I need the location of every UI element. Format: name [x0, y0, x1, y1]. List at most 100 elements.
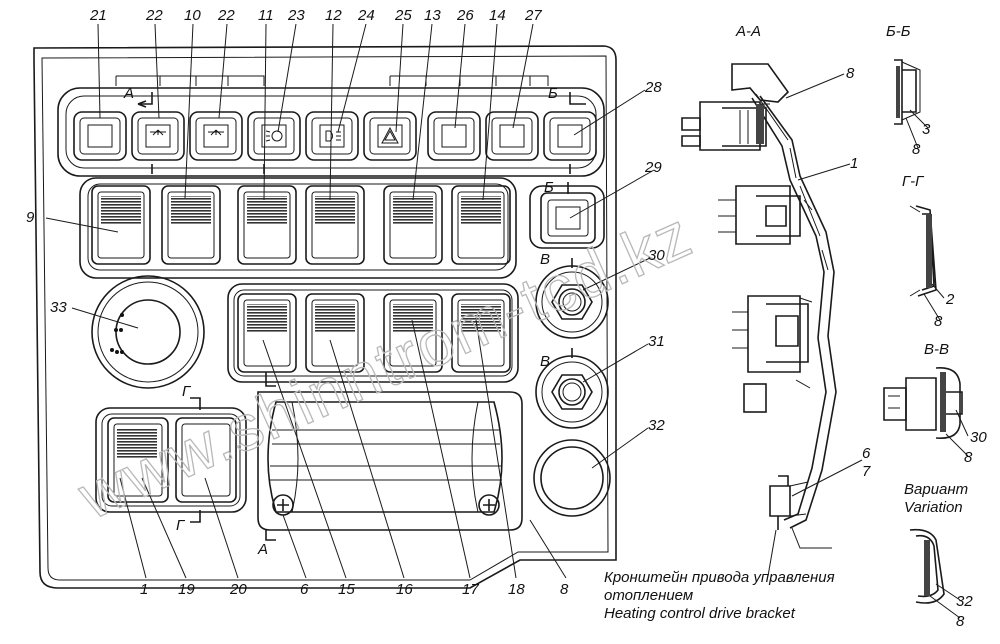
- rocker-switch-row-2: [227, 283, 519, 383]
- caption-en: Heating control drive bracket: [604, 605, 796, 622]
- rocker-switch-13: [383, 185, 443, 265]
- callout-9: 9: [26, 209, 35, 226]
- indicator-buttons-row: [57, 87, 605, 177]
- callout-18: 18: [508, 581, 525, 598]
- section-title-vv: В-В: [924, 341, 949, 358]
- callout-6: 6: [300, 581, 309, 598]
- switch-panel: [33, 45, 617, 589]
- callout-19: 19: [178, 581, 195, 598]
- section-vv-view: [883, 367, 963, 440]
- rocker-switch-row-1: [79, 177, 517, 279]
- section-title-bb: Б-Б: [886, 23, 911, 40]
- section-callouts: 8 1 6 7 3 8 2 8 30 8 32 8: [846, 65, 987, 630]
- section-mark-v-top: В: [540, 251, 550, 268]
- callout-8: 8: [560, 581, 569, 598]
- caption-ru-line-1: Кронштейн привода управления: [604, 569, 835, 586]
- indicator-button-21: [73, 111, 127, 161]
- callout-16: 16: [396, 581, 413, 598]
- section-mark-b-top: Б: [548, 85, 558, 102]
- section-callout-8b: 8: [912, 141, 921, 158]
- blank-plug-32: [533, 439, 611, 517]
- rocker-switch-17: [383, 293, 443, 373]
- rocker-switch-9: [91, 185, 151, 265]
- rocker-switch-20: [175, 417, 237, 503]
- section-mark-v-bottom: В: [540, 353, 550, 370]
- callout-24: 24: [357, 7, 375, 24]
- indicator-button-22a: [131, 111, 185, 161]
- rocker-switch-10: [161, 185, 221, 265]
- indicator-button-22b: [189, 111, 243, 161]
- indicator-button-23: [247, 111, 301, 161]
- section-titles: А-А Б-Б Г-Г В-В: [735, 23, 949, 358]
- callout-20: 20: [229, 581, 247, 598]
- callout-23: 23: [287, 7, 305, 24]
- nut-30: [535, 265, 609, 339]
- caption: Кронштейн привода управления отоплением …: [604, 569, 835, 622]
- indicator-button-26b: [485, 111, 539, 161]
- rocker-switch-18: [451, 293, 511, 373]
- section-callout-8c: 8: [934, 313, 943, 330]
- section-title-gg: Г-Г: [902, 173, 925, 190]
- callout-11: 11: [258, 7, 274, 24]
- callout-12: 12: [325, 7, 342, 24]
- variation-view: [909, 528, 945, 604]
- callout-21: 21: [89, 7, 107, 24]
- leader-lines: [45, 23, 655, 579]
- section-callout-32: 32: [956, 593, 973, 610]
- section-callout-2: 2: [945, 291, 955, 308]
- callout-30: 30: [648, 247, 665, 264]
- callout-32: 32: [648, 417, 665, 434]
- rocker-switch-16: [305, 293, 365, 373]
- rocker-switch-group-19-20: [95, 407, 247, 513]
- callout-26: 26: [456, 7, 474, 24]
- callout-28: 28: [644, 79, 662, 96]
- callout-1: 1: [140, 581, 148, 598]
- section-mark-g-top: Г: [182, 383, 192, 400]
- section-leader-lines: [767, 73, 969, 619]
- section-bb-view: [894, 59, 921, 125]
- callout-17: 17: [462, 581, 479, 598]
- section-gg-view: [909, 205, 937, 297]
- section-callout-6: 6: [862, 445, 871, 462]
- callout-22a: 22: [145, 7, 163, 24]
- callout-numbers: 21 22 10 22 11 23 12 24 25 13 26 14 27 2…: [26, 7, 665, 598]
- callout-29: 29: [644, 159, 662, 176]
- section-callout-7: 7: [862, 463, 871, 480]
- callout-33: 33: [50, 299, 67, 316]
- cover-plate: [257, 391, 523, 531]
- control-knob-33: [91, 275, 205, 389]
- callout-13: 13: [424, 7, 441, 24]
- section-mark-b-right: Б: [544, 179, 554, 196]
- indicator-button-24: [305, 111, 359, 161]
- callout-15: 15: [338, 581, 355, 598]
- callout-31: 31: [648, 333, 665, 350]
- indicator-button-26a: [427, 111, 481, 161]
- callout-14: 14: [489, 7, 506, 24]
- section-callout-8e: 8: [956, 613, 965, 630]
- rocker-switch-11: [237, 185, 297, 265]
- section-letters: А Б Б В В Г Г А: [123, 85, 558, 558]
- caption-ru-line-2: отоплением: [604, 587, 693, 604]
- section-callout-3: 3: [922, 121, 931, 138]
- section-callout-8d: 8: [964, 449, 973, 466]
- section-aa-view: [681, 63, 837, 549]
- callout-25: 25: [394, 7, 412, 24]
- indicator-button-27: [543, 111, 597, 161]
- callout-27: 27: [524, 7, 542, 24]
- section-mark-a-top: А: [123, 85, 134, 102]
- section-mark-a-bottom: А: [257, 541, 268, 558]
- rocker-switch-19: [107, 417, 169, 503]
- callout-22b: 22: [217, 7, 235, 24]
- section-callout-1: 1: [850, 155, 858, 172]
- rocker-switch-14: [451, 185, 511, 265]
- section-callout-30: 30: [970, 429, 987, 446]
- section-callout-8a: 8: [846, 65, 855, 82]
- callout-10: 10: [184, 7, 201, 24]
- section-title-aa: А-А: [735, 23, 761, 40]
- rocker-switch-15: [237, 293, 297, 373]
- indicator-button-25: [363, 111, 417, 161]
- rocker-switch-12: [305, 185, 365, 265]
- variant-label-ru: Вариант: [904, 481, 968, 498]
- variant-label-en: Variation: [904, 499, 963, 516]
